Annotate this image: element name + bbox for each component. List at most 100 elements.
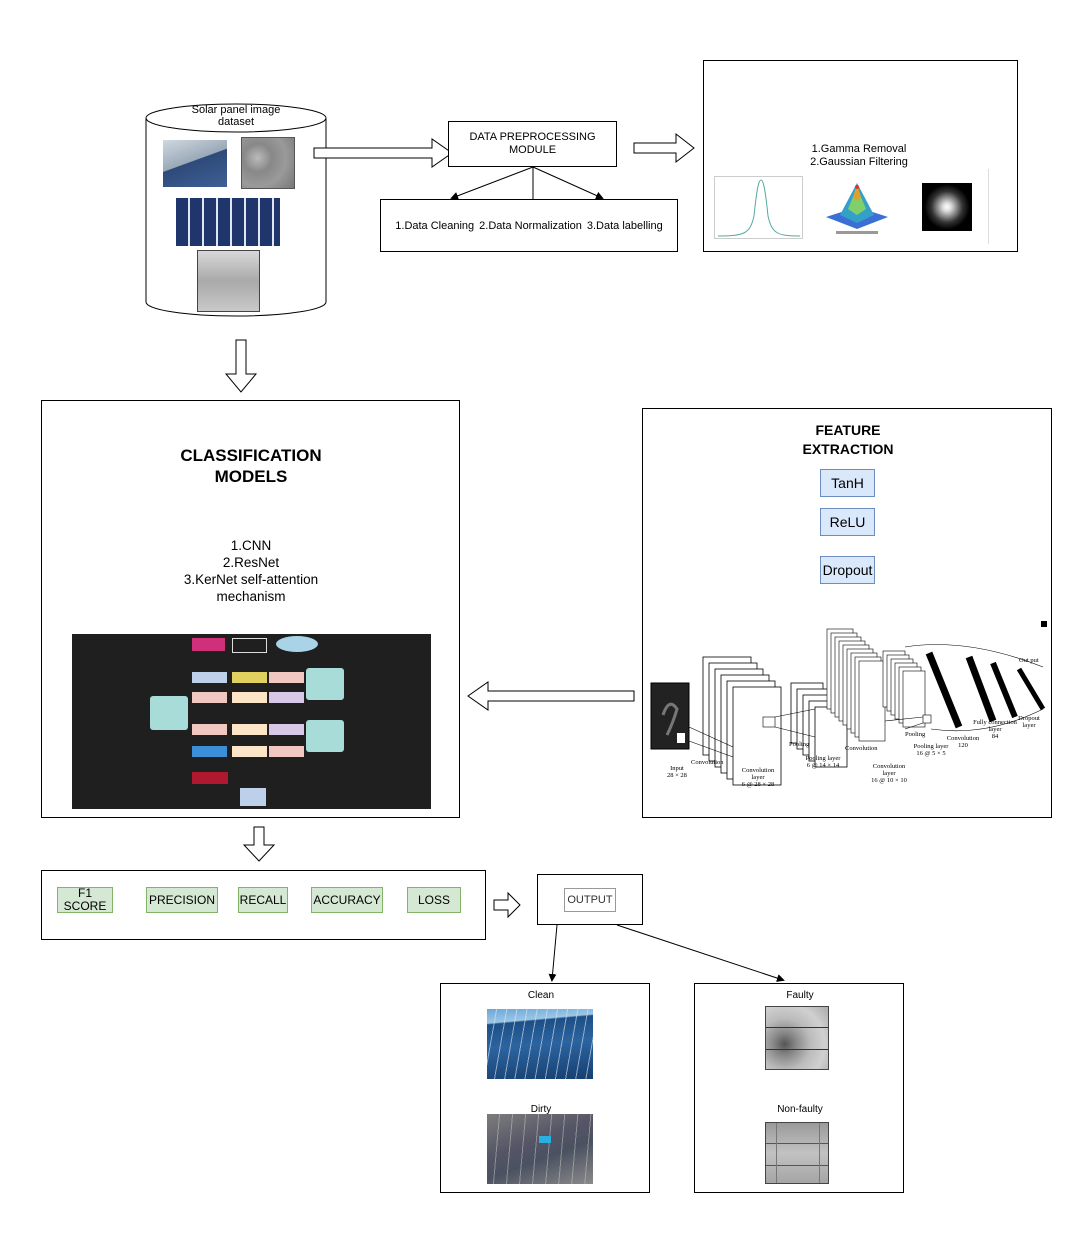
arch-block <box>192 672 227 683</box>
cnn-pooling-layer-label: Pooling layer 6 @ 14 × 14 <box>803 755 843 769</box>
cnn-architecture-illustration <box>650 621 1047 786</box>
arch-block <box>232 638 267 653</box>
preprocessing-title: DATA PREPROCESSING MODULE <box>469 131 596 156</box>
cnn-input-dim: 28 × 28 <box>667 772 687 779</box>
metrics-box: F1 SCORE PRECISION RECALL ACCURACY LOSS <box>41 870 486 940</box>
arch-block <box>192 772 228 784</box>
output-box: OUTPUT <box>537 874 643 925</box>
metric-recall: RECALL <box>238 887 288 913</box>
preprocessing-module-box: DATA PREPROCESSING MODULE <box>448 121 617 167</box>
cnn-convolution-label: Convolution <box>691 759 724 766</box>
dataset-image-el-module <box>197 250 260 312</box>
cnn-convolution3-label: Convolution 120 <box>945 735 981 749</box>
output-label: OUTPUT <box>564 888 616 912</box>
arch-block <box>276 636 318 652</box>
cnn-convolution2-label: Convolution <box>845 745 878 752</box>
arch-block <box>269 724 304 735</box>
filtering-panel: 1.Gamma Removal 2.Gaussian Filtering <box>703 60 1018 252</box>
arrow-classification-to-metrics <box>242 826 276 862</box>
filtering-text: 1.Gamma Removal 2.Gaussian Filtering <box>784 143 934 169</box>
gamma-removal-label: 1.Gamma Removal <box>811 143 907 155</box>
gaussian-curve-plot <box>714 176 803 239</box>
arrow-metrics-to-output <box>493 891 521 919</box>
arrow-feature-to-classification <box>467 681 635 711</box>
model-kernet: 3.KerNet self-attention <box>183 572 319 587</box>
cnn-pooling-layer2-dim: 16 @ 5 × 5 <box>916 750 946 757</box>
dirty-label: Dirty <box>530 1104 552 1115</box>
model-cnn: 1.CNN <box>230 538 272 553</box>
arrow-dataset-to-preprocessing <box>313 138 453 168</box>
cnn-convolution3-text: Convolution <box>946 735 980 742</box>
cnn-pooling-layer2-label: Pooling layer 16 @ 5 × 5 <box>911 743 951 757</box>
arch-block <box>192 638 225 651</box>
metric-accuracy: ACCURACY <box>311 887 383 913</box>
cnn-fully-label: Fully connection layer 84 <box>971 719 1019 740</box>
arch-block <box>192 746 227 757</box>
arrow-to-cleaning <box>450 166 534 200</box>
cnn-pooling-layer-text: Pooling layer <box>805 755 841 762</box>
metric-loss: LOSS <box>407 887 461 913</box>
gaussian-blur-spot-image <box>922 183 972 231</box>
gaussian-filtering-label: 2.Gaussian Filtering <box>810 156 908 168</box>
dataset-image-panels-roof <box>163 140 227 187</box>
model-kernet-mechanism: mechanism <box>216 589 286 604</box>
cnn-pooling-label: Pooling <box>789 741 810 748</box>
dataset-title: Solar panel image dataset <box>191 104 281 128</box>
metric-f1-score: F1 SCORE <box>57 887 113 913</box>
step-cleaning: 1.Data Cleaning <box>395 219 475 232</box>
feature-extraction-box: FEATURE EXTRACTION TanH ReLU Dropout <box>642 408 1052 818</box>
arch-block <box>306 720 344 752</box>
cnn-pooling-layer2-text: Pooling layer <box>913 743 949 750</box>
clean-dirty-box: Clean Dirty <box>440 983 650 1193</box>
cnn-fully-text: Fully connection layer <box>973 719 1017 733</box>
cnn-pooling-layer-dim: 6 @ 14 × 14 <box>806 762 840 769</box>
kernet-architecture-diagram <box>72 634 431 809</box>
dropout-layer: Dropout <box>820 556 875 584</box>
gaussian-kernel-surface <box>826 183 888 234</box>
preprocessing-steps-box: 1.Data Cleaning 2.Data Normalization 3.D… <box>380 199 678 252</box>
arch-block <box>269 746 304 757</box>
dataset-image-el-cell <box>241 137 295 189</box>
feature-extraction-title: FEATURE EXTRACTION <box>802 422 894 457</box>
step-labelling: 3.Data labelling <box>586 219 663 232</box>
cnn-conv-layer-label: Convolution layer 6 @ 28 × 28 <box>739 767 777 788</box>
faulty-cell-image <box>765 1006 829 1070</box>
cnn-input-text: Input <box>670 765 684 772</box>
model-resnet: 2.ResNet <box>222 555 280 570</box>
classification-model-list: 1.CNN 2.ResNet 3.KerNet self-attention m… <box>122 537 380 605</box>
arrow-output-to-clean <box>548 924 558 982</box>
cnn-conv-layer2-label: Convolution layer 16 @ 10 × 10 <box>869 763 909 784</box>
dirty-panel-image <box>487 1114 593 1184</box>
cnn-input-label: Input 28 × 28 <box>667 765 687 779</box>
cnn-conv-layer2-text: Convolution layer <box>872 763 906 777</box>
arch-block <box>232 692 267 703</box>
cnn-output-label: Out put <box>1019 657 1039 664</box>
nonfaulty-label: Non-faulty <box>777 1104 823 1115</box>
arrow-preprocessing-to-filtering <box>633 132 695 164</box>
arrow-output-to-faulty <box>616 924 785 982</box>
arch-block <box>269 672 304 683</box>
arch-block <box>192 692 227 703</box>
arch-block <box>192 724 227 735</box>
nonfaulty-cell-image <box>765 1122 829 1184</box>
clean-panel-image <box>487 1009 593 1079</box>
faulty-label: Faulty <box>786 990 814 1001</box>
cnn-conv-layer2-dim: 16 @ 10 × 10 <box>871 777 907 784</box>
arch-block <box>232 746 267 757</box>
arch-block <box>232 724 267 735</box>
cnn-dropout-label: Dropout layer <box>1018 715 1040 729</box>
metric-precision: PRECISION <box>146 887 218 913</box>
clean-label: Clean <box>527 990 555 1001</box>
arrow-dataset-to-classification <box>224 339 258 393</box>
cnn-convolution3-dim: 120 <box>958 742 968 749</box>
tanh-layer: TanH <box>820 469 875 497</box>
relu-layer: ReLU <box>820 508 875 536</box>
arch-block <box>306 668 344 700</box>
arrow-to-labelling <box>532 166 604 200</box>
dataset-image-panel-array <box>176 198 280 246</box>
classification-title: CLASSIFICATION MODELS <box>180 446 322 486</box>
cnn-pooling2-label: Pooling <box>905 731 926 738</box>
arch-block <box>150 696 188 730</box>
classification-models-box: CLASSIFICATION MODELS 1.CNN 2.ResNet 3.K… <box>41 400 460 818</box>
faulty-nonfaulty-box: Faulty Non-faulty <box>694 983 904 1193</box>
